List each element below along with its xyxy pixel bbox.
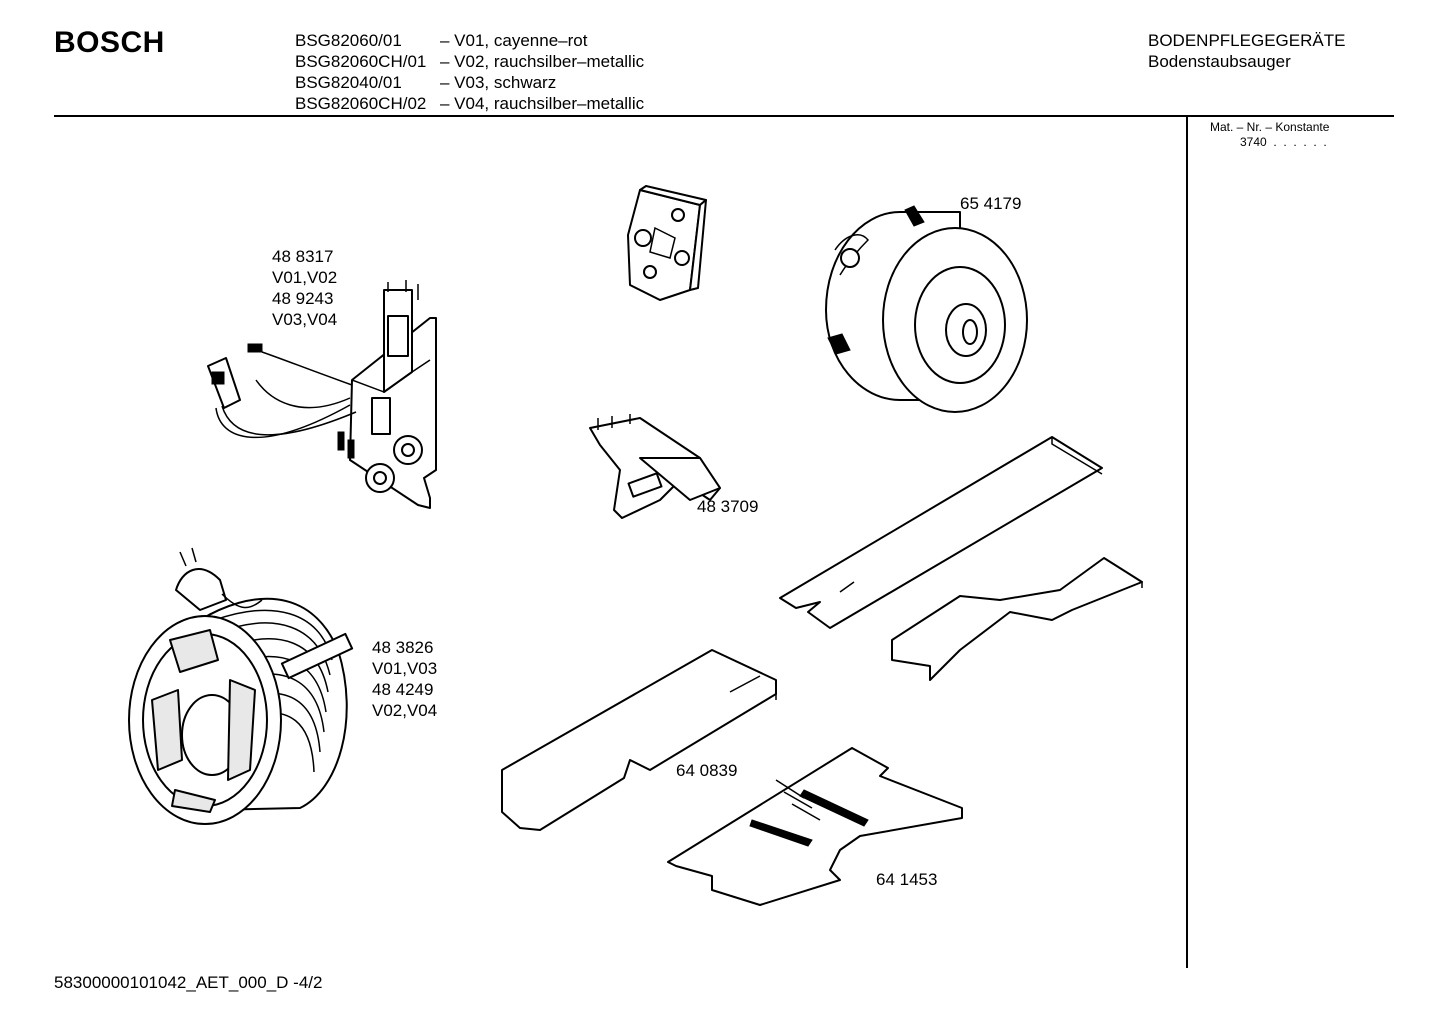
plate-a-drawing: [501, 649, 777, 831]
switch-part-number: 48 3709: [697, 497, 759, 516]
sidebar-divider: [1186, 116, 1188, 968]
strip-plates-drawing: [779, 436, 1143, 681]
model-code: BSG82040/01: [295, 73, 402, 92]
variant-label: V01,V02: [272, 268, 338, 287]
model-row: BSG82040/01 – V03, schwarz: [295, 72, 644, 93]
plate-a-part-number: 64 0839: [676, 761, 738, 780]
motor-part-number: 65 4179: [960, 194, 1022, 213]
model-code: BSG82060/01: [295, 31, 402, 50]
part-number: 48 9243: [272, 289, 334, 308]
category-subtitle: Bodenstaubsauger: [1148, 52, 1291, 71]
part-number: 48 8317: [272, 247, 334, 266]
brand-logo: BOSCH: [54, 26, 165, 59]
model-row: BSG82060CH/02 – V04, rauchsilber–metallic: [295, 93, 644, 114]
material-constant: Mat. – Nr. – Konstante 3740 . . . . . .: [1210, 120, 1329, 150]
model-variant: – V02, rauchsilber–metallic: [440, 52, 645, 71]
model-row: BSG82060CH/01 – V02, rauchsilber–metallic: [295, 51, 644, 72]
motor-drawing: [825, 205, 1028, 413]
switch-drawing: [589, 414, 721, 519]
model-list: BSG82060/01 – V01, cayenne–rot BSG82060CH…: [295, 30, 644, 114]
cable-reel-drawing: [128, 547, 354, 825]
plate-b-drawing: [667, 747, 963, 906]
material-constant-title: Mat. – Nr. – Konstante: [1210, 120, 1330, 134]
part-number: 48 3826: [372, 638, 434, 657]
variant-label: V02,V04: [372, 701, 438, 720]
category-title: BODENPFLEGEGERÄTE: [1148, 31, 1346, 50]
model-code: BSG82060CH/02: [295, 94, 427, 113]
electronics-board-drawing: [207, 280, 437, 509]
mounting-pad-drawing: [627, 185, 707, 301]
header-divider: [54, 115, 1394, 117]
parts-drawing: [128, 185, 1143, 906]
document-id: 58300000101042_AET_000_D -4/2: [54, 973, 323, 992]
model-code: BSG82060CH/01: [295, 52, 427, 71]
model-variant: – V04, rauchsilber–metallic: [440, 94, 645, 113]
cable-reel-part-numbers: 48 3826 V01,V03 48 4249 V02,V04: [372, 637, 437, 721]
model-variant: – V01, cayenne–rot: [440, 31, 588, 50]
model-row: BSG82060/01 – V01, cayenne–rot: [295, 30, 644, 51]
plate-b-part-number: 64 1453: [876, 870, 938, 889]
electronics-part-numbers: 48 8317 V01,V02 48 9243 V03,V04: [272, 246, 337, 330]
part-number: 48 4249: [372, 680, 434, 699]
material-constant-value: 3740 . . . . . .: [1240, 135, 1327, 149]
variant-label: V01,V03: [372, 659, 438, 678]
category-block: BODENPFLEGEGERÄTE Bodenstaubsauger: [1148, 30, 1345, 72]
model-variant: – V03, schwarz: [440, 73, 557, 92]
variant-label: V03,V04: [272, 310, 338, 329]
